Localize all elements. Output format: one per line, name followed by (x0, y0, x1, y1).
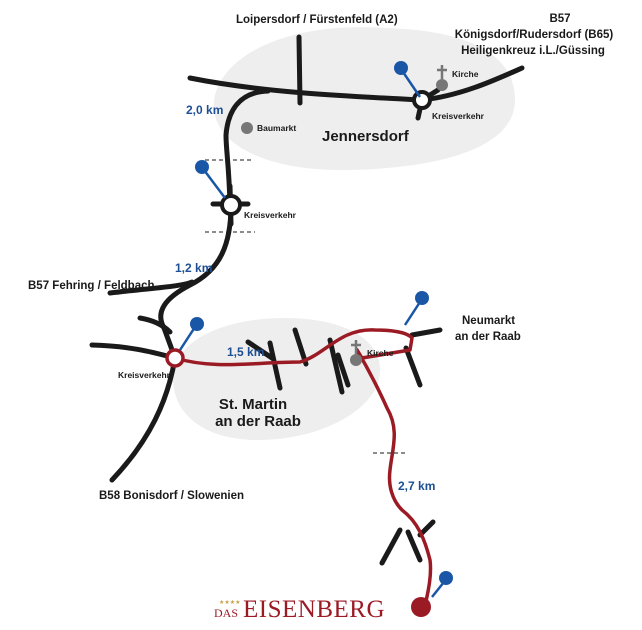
logo-das: DAS (214, 606, 238, 620)
road-spur-2 (137, 315, 173, 335)
distance-label: 2,7 km (398, 479, 435, 493)
road-b58 (109, 355, 178, 483)
road-stub-a (245, 339, 275, 361)
hardware-store-icon (241, 122, 253, 134)
kreisverkehr-label: Kreisverkehr (118, 370, 171, 380)
road-fehring (107, 279, 195, 296)
church-icon (436, 65, 448, 91)
roundabout-st-martin (165, 348, 185, 368)
route-main (173, 328, 414, 367)
road-label-loipersdorf: Loipersdorf / Fürstenfeld (A2) (236, 14, 398, 26)
road-stub-g (403, 345, 423, 388)
road-jennersdorf-main (187, 65, 525, 103)
road-label-neumarkt-2: an der Raab (455, 331, 521, 343)
town-label-jennersdorf: Jennersdorf (322, 128, 410, 145)
route-south (355, 348, 433, 608)
map-pin-icon (403, 291, 429, 326)
kreisverkehr-label: Kreisverkehr (244, 210, 297, 220)
distance-label: 2,0 km (186, 103, 223, 117)
logo-stars: ★★★★ (219, 599, 241, 606)
church-icon (350, 340, 362, 366)
road-stub-c (292, 327, 309, 367)
road-label-b65: Königsdorf/Rudersdorf (B65) (455, 29, 614, 41)
roundabout-north (210, 183, 251, 227)
road-a2-north (296, 34, 303, 106)
section-breaks (205, 159, 408, 454)
road-label-bonisdorf: B58 Bonisdorf / Slowenien (99, 490, 244, 502)
logo-name: EISENBERG (243, 596, 385, 623)
road-label-b57: B57 (549, 13, 570, 25)
kirche-label: Kirche (367, 348, 394, 358)
road-label-heiligenkreuz: Heiligenkreuz i.L./Güssing (461, 45, 605, 57)
baumarkt-label: Baumarkt (257, 123, 296, 133)
road-stub-e (335, 352, 351, 388)
road-to-south (223, 88, 271, 208)
road-west (89, 342, 178, 361)
distance-label: 1,2 km (175, 261, 212, 275)
kirche-label: Kirche (452, 69, 479, 79)
route-line (173, 328, 433, 608)
road-label-neumarkt: Neumarkt (462, 315, 515, 327)
road-stub-i (405, 529, 423, 563)
road-stub-f (409, 327, 443, 338)
road-label-fehring: B57 Fehring / Feldbach (28, 280, 155, 292)
destination-marker (411, 597, 431, 617)
map-pin-icon (394, 61, 422, 98)
kreisverkehr-label: Kreisverkehr (432, 111, 485, 121)
map-pin-icon (178, 317, 204, 351)
town-label-st-martin-2: an der Raab (215, 413, 301, 430)
distance-label: 1,5 km (227, 345, 264, 359)
map-pin-icon (431, 571, 453, 598)
road-network (89, 34, 525, 566)
road-stub-d (327, 337, 345, 395)
roundabout-jennersdorf (412, 90, 432, 110)
map-pin-icon (195, 160, 226, 199)
hotel-logo: ★★★★ DAS EISENBERG (214, 596, 385, 623)
road-stub-h (379, 527, 403, 566)
town-label-st-martin: St. Martin (219, 396, 287, 413)
road-stub-b (267, 340, 283, 391)
